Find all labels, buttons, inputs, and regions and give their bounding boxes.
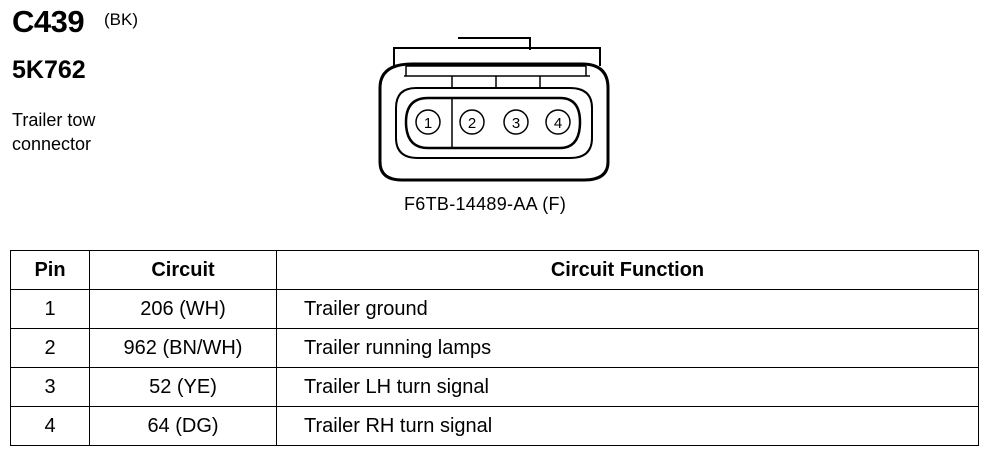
cell-function: Trailer LH turn signal [276,367,979,407]
table-row: 3 52 (YE) Trailer LH turn signal [10,367,979,407]
pin-1-label: 1 [424,115,432,132]
pin-3-label: 3 [512,115,520,132]
description-line-1: Trailer tow [12,110,96,130]
connector-code: F6TB-14489-AA (F) [404,194,567,214]
table-row: 1 206 (WH) Trailer ground [10,289,979,329]
header-pin: Pin [10,250,90,290]
pin-1-circle [415,109,441,135]
connector-housing [378,62,610,182]
description-line-2: connector [12,134,92,154]
pin-2-label: 2 [468,115,476,132]
pin-2-circle [459,109,485,135]
pin-4-circle [545,109,571,135]
cell-function: Trailer RH turn signal [276,406,979,446]
cell-circuit: 64 (DG) [89,406,277,446]
connector-latch-outline [393,47,601,66]
part-number: 5K762 [12,56,86,84]
cell-function: Trailer running lamps [276,328,979,368]
connector-id: C439 [12,4,85,39]
header-circuit-function: Circuit Function [276,250,979,290]
connector-description: Trailer tow connector [12,108,152,156]
cell-circuit: 52 (YE) [89,367,277,407]
pin-4-label: 4 [554,115,562,132]
pin-insert [404,96,582,150]
connector-diagram: 1 2 3 4 [378,37,610,182]
cell-circuit: 962 (BN/WH) [89,328,277,368]
connector-cavity [395,87,593,159]
connector-latch [458,37,531,50]
cell-pin: 3 [10,367,90,407]
cell-circuit: 206 (WH) [89,289,277,329]
connector-color-code: (BK) [104,10,138,29]
header-circuit: Circuit [89,250,277,290]
table-row: 4 64 (DG) Trailer RH turn signal [10,406,979,446]
table-row: 2 962 (BN/WH) Trailer running lamps [10,328,979,368]
cell-function: Trailer ground [276,289,979,329]
pinout-table: Pin Circuit Circuit Function 1 206 (WH) … [10,250,979,446]
cell-pin: 2 [10,328,90,368]
table-header-row: Pin Circuit Circuit Function [10,250,979,290]
cell-pin: 1 [10,289,90,329]
pin-3-circle [503,109,529,135]
cell-pin: 4 [10,406,90,446]
